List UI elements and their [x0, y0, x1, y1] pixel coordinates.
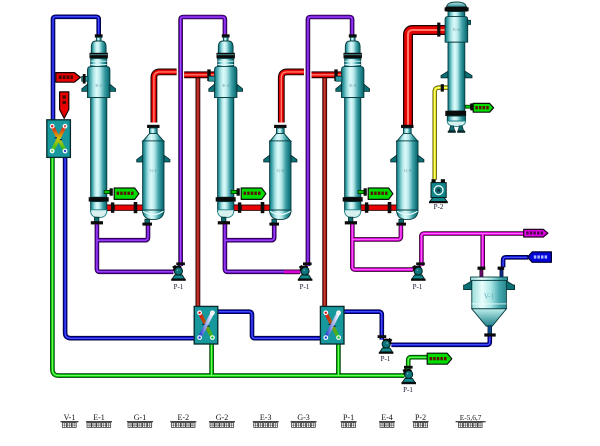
svg-text:G-1: G-1 [150, 168, 158, 173]
svg-text:E-2: E-2 [178, 413, 190, 422]
svg-text:E-5,6,7: E-5,6,7 [460, 413, 482, 422]
svg-text:G-1: G-1 [134, 413, 146, 422]
svg-text:G-2: G-2 [277, 168, 285, 173]
svg-text:E-4: E-4 [453, 27, 460, 32]
svg-text:E-3: E-3 [260, 413, 272, 422]
svg-text:E-2: E-2 [222, 83, 229, 88]
svg-text:P-1: P-1 [403, 386, 413, 394]
svg-text:G-3: G-3 [404, 168, 412, 173]
svg-text:G-2: G-2 [216, 413, 228, 422]
svg-text:E-1: E-1 [95, 83, 102, 88]
svg-text:E-3: E-3 [349, 83, 356, 88]
svg-text:V-1: V-1 [64, 413, 76, 422]
svg-text:E-4: E-4 [381, 413, 393, 422]
svg-text:P-1: P-1 [381, 355, 391, 363]
svg-text:P-1: P-1 [413, 283, 423, 291]
svg-text:V-1: V-1 [484, 293, 495, 301]
svg-text:P-1: P-1 [174, 283, 184, 291]
svg-text:P-1: P-1 [300, 283, 310, 291]
svg-text:P-1: P-1 [343, 413, 354, 422]
svg-text:G-3: G-3 [297, 413, 309, 422]
svg-text:E-1: E-1 [93, 413, 105, 422]
svg-text:P-2: P-2 [415, 413, 426, 422]
svg-text:P-2: P-2 [434, 203, 444, 211]
